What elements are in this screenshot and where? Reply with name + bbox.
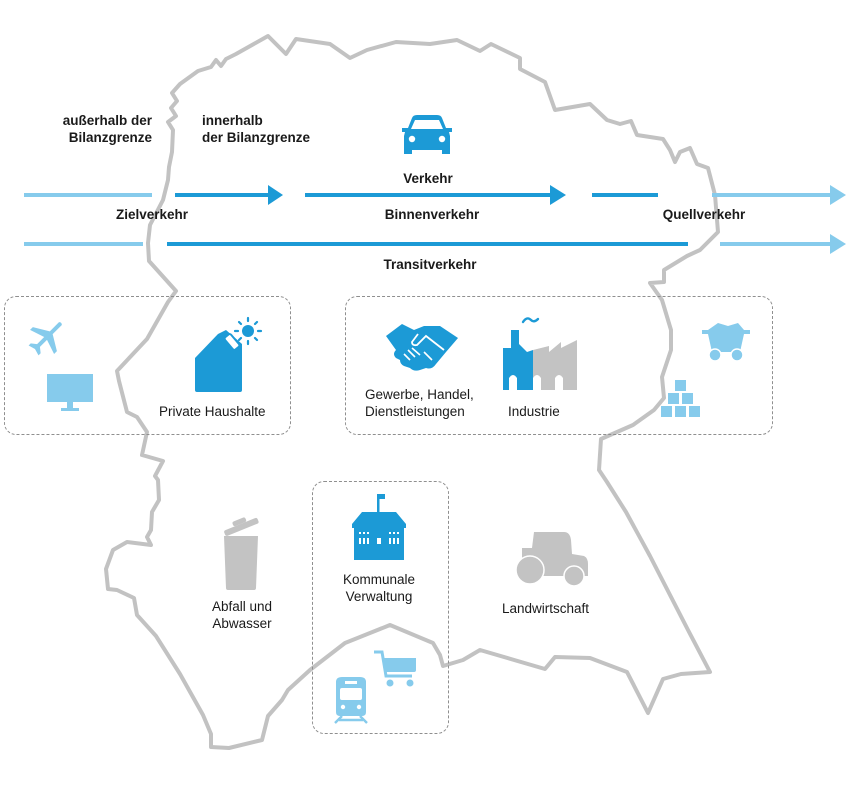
waste-label: Abfall und Abwasser bbox=[212, 598, 272, 632]
outside-boundary-label: außerhalb der Bilanzgrenze bbox=[20, 112, 152, 146]
shopping-cart-icon bbox=[374, 650, 416, 687]
quellverkehr-arrowhead bbox=[830, 185, 846, 205]
agriculture-label: Landwirtschaft bbox=[502, 601, 590, 616]
factory-icon bbox=[503, 317, 577, 390]
house-solar-icon bbox=[195, 316, 263, 392]
municipal-group bbox=[312, 481, 449, 734]
outside-label-line-1: außerhalb der bbox=[62, 113, 152, 128]
zielverkehr-label: Zielverkehr bbox=[115, 207, 189, 222]
municipal-label: Kommunale Verwaltung bbox=[343, 571, 415, 605]
airplane-icon bbox=[28, 322, 62, 356]
commerce-label-line-2: Dienstleistungen bbox=[365, 404, 465, 419]
industry-label: Industrie bbox=[508, 404, 560, 419]
binnenverkehr-arrowhead bbox=[550, 185, 566, 205]
traffic-title: Verkehr bbox=[403, 171, 453, 186]
transitverkehr-arrowhead bbox=[830, 234, 846, 254]
private-households-group bbox=[4, 296, 291, 435]
stacked-blocks-icon bbox=[661, 380, 700, 417]
commerce-industry-group bbox=[345, 296, 773, 435]
zielverkehr-arrowhead bbox=[268, 185, 283, 205]
inside-label-line-2: der Bilanzgrenze bbox=[202, 130, 311, 145]
private-households-label: Private Haushalte bbox=[159, 404, 266, 419]
inside-label-line-1: innerhalb bbox=[202, 113, 263, 128]
tractor-icon bbox=[515, 532, 588, 587]
waste-label-line-2: Abwasser bbox=[212, 616, 272, 631]
waste-label-line-1: Abfall und bbox=[211, 599, 273, 614]
commerce-label-line-1: Gewerbe, Handel, bbox=[365, 387, 474, 402]
monitor-icon bbox=[47, 374, 93, 411]
binnenverkehr-label: Binnenverkehr bbox=[384, 207, 480, 222]
quellverkehr-label: Quellverkehr bbox=[662, 207, 746, 222]
mine-cart-icon bbox=[702, 323, 750, 362]
municipal-label-line-2: Verwaltung bbox=[345, 589, 413, 604]
municipal-label-line-1: Kommunale bbox=[342, 572, 416, 587]
region-boundary bbox=[104, 34, 720, 750]
inside-boundary-label: innerhalb der Bilanzgrenze bbox=[202, 112, 310, 146]
commerce-label: Gewerbe, Handel, Dienstleistungen bbox=[365, 386, 474, 420]
handshake-icon bbox=[386, 324, 458, 371]
town-hall-icon bbox=[352, 494, 406, 560]
outside-label-line-2: Bilanzgrenze bbox=[68, 130, 152, 145]
trash-can-icon bbox=[224, 517, 259, 590]
train-icon bbox=[334, 677, 368, 724]
car-icon bbox=[402, 115, 452, 154]
transitverkehr-label: Transitverkehr bbox=[383, 257, 477, 272]
